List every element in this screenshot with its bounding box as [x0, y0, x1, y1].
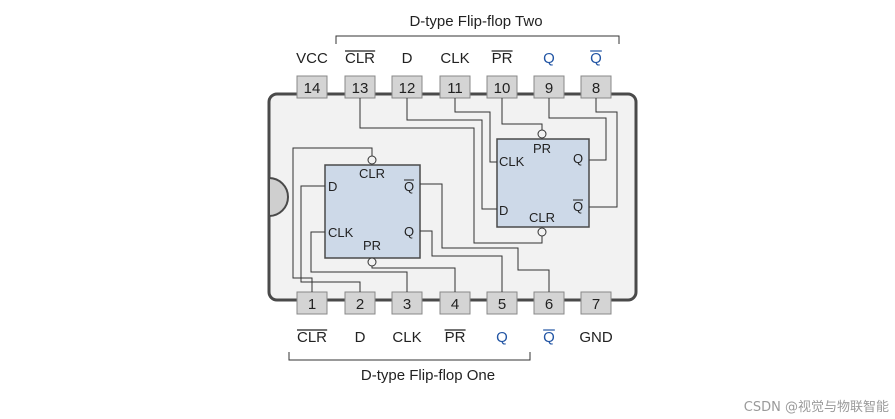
pin-5-number: 5 — [498, 296, 506, 313]
pin-10-label: PR — [492, 50, 513, 67]
pin-3-label: CLK — [392, 329, 421, 346]
flip-flop-two-clr-label: CLR — [529, 210, 555, 225]
pin-14-number: 14 — [304, 80, 321, 97]
pin-6-label: Q — [543, 329, 555, 346]
pin-13: 13 — [344, 75, 376, 99]
wire-pin10-pr2 — [501, 98, 543, 130]
flip-flop-one-qbar-label: Q — [404, 179, 414, 194]
bottom-pins: 1 2 3 4 5 6 7 — [296, 291, 612, 315]
wire-q1-pin5 — [420, 230, 503, 292]
wire-pin11-clk2 — [454, 98, 497, 163]
flip-flop-two-pr-bubble — [537, 129, 547, 139]
pin-4-number: 4 — [451, 296, 459, 313]
wire-pin3-clk1 — [310, 231, 408, 292]
wire-q2-pin9 — [548, 98, 607, 161]
pin-12-label: D — [402, 50, 413, 67]
flip-flop-one: CLR D Q CLK Q PR — [324, 155, 421, 267]
pin-5-label: Q — [496, 329, 508, 346]
pin-7-number: 7 — [592, 296, 600, 313]
pin-4: 4 — [439, 291, 471, 315]
pin-4-label: PR — [445, 329, 466, 346]
pin-7: 7 — [580, 291, 612, 315]
wire-qbar1-pin6 — [420, 183, 550, 292]
wire-pin1-clr1 — [292, 147, 373, 292]
flip-flop-one-pr-label: PR — [363, 238, 381, 253]
flip-flop-two-wiring — [359, 98, 618, 244]
pin-1: 1 — [296, 291, 328, 315]
bottom-bracket-label: D-type Flip-flop One — [361, 367, 495, 384]
bottom-pin-labels: CLR D CLK PR Q Q GND — [296, 329, 613, 346]
pin-2-number: 2 — [356, 296, 364, 313]
top-bracket: D-type Flip-flop Two — [335, 13, 620, 44]
flip-flop-one-d-label: D — [328, 179, 337, 194]
flip-flop-one-wiring — [292, 147, 550, 292]
pin-3-number: 3 — [403, 296, 411, 313]
flip-flop-one-pr-bubble — [367, 257, 377, 267]
wire-pin12-d2 — [406, 98, 497, 210]
pin-6: 6 — [533, 291, 565, 315]
pin-8-label: Q — [590, 50, 602, 67]
pin-1-label: CLR — [297, 329, 327, 346]
pin-2: 2 — [344, 291, 376, 315]
flip-flop-two-clk-label: CLK — [499, 154, 525, 169]
flip-flop-two-qbar-label: Q — [573, 199, 583, 214]
pin-12-number: 12 — [399, 80, 416, 97]
flip-flop-one-clr-bubble — [367, 155, 377, 165]
flip-flop-two: PR CLK Q D Q CLR — [496, 129, 590, 237]
pin-9-number: 9 — [545, 80, 553, 97]
pin-12: 12 — [391, 75, 423, 99]
pin-9-label: Q — [543, 50, 555, 67]
pin-1-number: 1 — [308, 296, 316, 313]
pin-10: 10 — [486, 75, 518, 99]
top-bracket-label: D-type Flip-flop Two — [409, 13, 542, 30]
pin-13-label: CLR — [345, 50, 375, 67]
pin-11-number: 11 — [447, 80, 463, 97]
flip-flop-one-clr-label: CLR — [359, 166, 385, 181]
top-pins: 14 13 12 11 10 9 8 — [296, 75, 612, 99]
pin-3: 3 — [391, 291, 423, 315]
pin-10-number: 10 — [494, 80, 511, 97]
flip-flop-two-box — [496, 138, 590, 228]
wire-qbar2-pin8 — [589, 98, 618, 208]
pin-11: 11 — [439, 75, 471, 99]
pin-5: 5 — [486, 291, 518, 315]
flip-flop-two-pr-label: PR — [533, 141, 551, 156]
flip-flop-one-clk-label: CLK — [328, 225, 354, 240]
top-pin-labels: VCC CLR D CLK PR Q Q — [296, 50, 602, 67]
pin-8-number: 8 — [592, 80, 600, 97]
flip-flop-two-q-label: Q — [573, 151, 583, 166]
pin-6-number: 6 — [545, 296, 553, 313]
pin-14: 14 — [296, 75, 328, 99]
wire-pin2-d1 — [300, 185, 361, 292]
pin-13-number: 13 — [352, 80, 369, 97]
bottom-bracket: D-type Flip-flop One — [288, 352, 531, 384]
pin-7-label: GND — [579, 329, 613, 346]
flip-flop-two-clr-bubble — [537, 227, 547, 237]
chip-notch — [268, 176, 289, 218]
pin-8: 8 — [580, 75, 612, 99]
flip-flop-one-q-label: Q — [404, 224, 414, 239]
flip-flop-two-d-label: D — [499, 203, 508, 218]
wire-pin4-pr1 — [371, 266, 456, 292]
pin-9: 9 — [533, 75, 565, 99]
wire-pin13-clr2 — [359, 98, 543, 244]
pin-11-label: CLK — [440, 50, 469, 67]
pin-2-label: D — [355, 329, 366, 346]
pin-14-label: VCC — [296, 50, 328, 67]
watermark: CSDN @视觉与物联智能 — [743, 400, 889, 415]
